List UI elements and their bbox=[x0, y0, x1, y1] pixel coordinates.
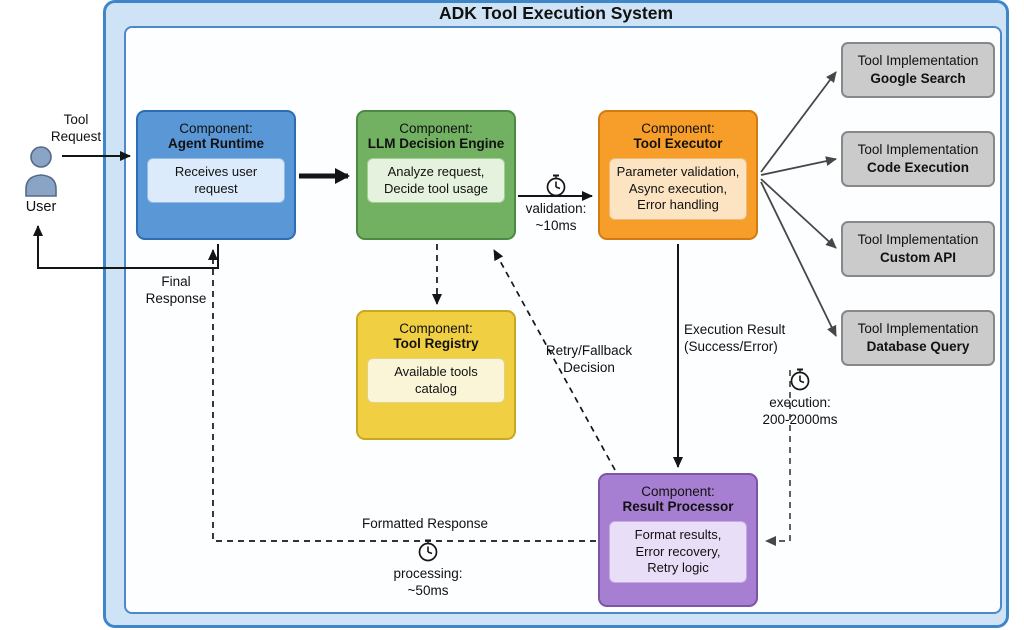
component-name-label: Tool Executor bbox=[633, 136, 723, 151]
label-formatted-response: Formatted Response bbox=[361, 516, 489, 531]
tool-name-label: Google Search bbox=[870, 71, 966, 86]
component-agent-runtime: Component: Agent Runtime Receives user r… bbox=[136, 110, 296, 240]
component-name-label: Result Processor bbox=[622, 499, 734, 514]
tool-kind-label: Tool Implementation bbox=[857, 53, 979, 69]
person-icon bbox=[25, 146, 57, 197]
component-description: Format results, Error recovery, Retry lo… bbox=[609, 521, 747, 583]
component-description: Parameter validation, Async execution, E… bbox=[609, 158, 747, 220]
component-description: Available tools catalog bbox=[367, 358, 505, 404]
label-validation-time: validation: ~10ms bbox=[525, 201, 587, 233]
component-tool-registry: Component: Tool Registry Available tools… bbox=[356, 310, 516, 440]
component-name-label: Tool Registry bbox=[393, 336, 479, 351]
tool-kind-label: Tool Implementation bbox=[857, 142, 979, 158]
component-kind-label: Component: bbox=[399, 121, 473, 136]
component-kind-label: Component: bbox=[179, 121, 253, 136]
label-user: User bbox=[25, 199, 57, 215]
component-name-label: LLM Decision Engine bbox=[367, 136, 505, 151]
tool-name-label: Database Query bbox=[866, 339, 970, 354]
label-retry-fallback: Retry/Fallback Decision bbox=[545, 343, 633, 375]
arrow-final-response bbox=[33, 225, 219, 269]
component-description: Receives user request bbox=[147, 158, 285, 204]
label-execution-time: execution: 200-2000ms bbox=[762, 395, 838, 427]
tool-impl-google-search: Tool Implementation Google Search bbox=[841, 42, 995, 98]
label-final-response: Final Response bbox=[145, 274, 207, 306]
clock-icon-execution bbox=[790, 368, 810, 391]
component-llm-decision-engine: Component: LLM Decision Engine Analyze r… bbox=[356, 110, 516, 240]
component-description: Analyze request, Decide tool usage bbox=[367, 158, 505, 204]
tool-name-label: Custom API bbox=[879, 250, 956, 265]
label-tool-request: Tool Request bbox=[50, 112, 102, 144]
tool-impl-custom-api: Tool Implementation Custom API bbox=[841, 221, 995, 277]
tool-impl-database-query: Tool Implementation Database Query bbox=[841, 310, 995, 366]
label-processing-time: processing: ~50ms bbox=[393, 566, 463, 598]
arrow-executor-to-code-execution bbox=[760, 156, 837, 176]
clock-icon-validation bbox=[546, 174, 566, 197]
component-kind-label: Component: bbox=[399, 321, 473, 336]
component-kind-label: Component: bbox=[641, 121, 715, 136]
diagram-title: ADK Tool Execution System bbox=[438, 3, 674, 23]
clock-icon-processing bbox=[418, 539, 438, 562]
component-name-label: Agent Runtime bbox=[168, 136, 264, 151]
component-kind-label: Component: bbox=[641, 484, 715, 499]
arrow-executor-to-google-search bbox=[760, 71, 837, 173]
arrow-executor-to-custom-api bbox=[760, 178, 837, 249]
tool-kind-label: Tool Implementation bbox=[857, 321, 979, 337]
tool-kind-label: Tool Implementation bbox=[857, 232, 979, 248]
component-tool-executor: Component: Tool Executor Parameter valid… bbox=[598, 110, 758, 240]
label-execution-result: Execution Result (Success/Error) bbox=[684, 322, 786, 354]
tool-impl-code-execution: Tool Implementation Code Execution bbox=[841, 131, 995, 187]
tool-name-label: Code Execution bbox=[866, 160, 969, 175]
arrow-executor-to-database-query bbox=[760, 181, 837, 337]
arrow-retry-fallback bbox=[493, 249, 616, 471]
arrow-formatted-response bbox=[208, 249, 596, 542]
arrow-tools-to-result bbox=[765, 370, 791, 546]
component-result-processor: Component: Result Processor Format resul… bbox=[598, 473, 758, 607]
